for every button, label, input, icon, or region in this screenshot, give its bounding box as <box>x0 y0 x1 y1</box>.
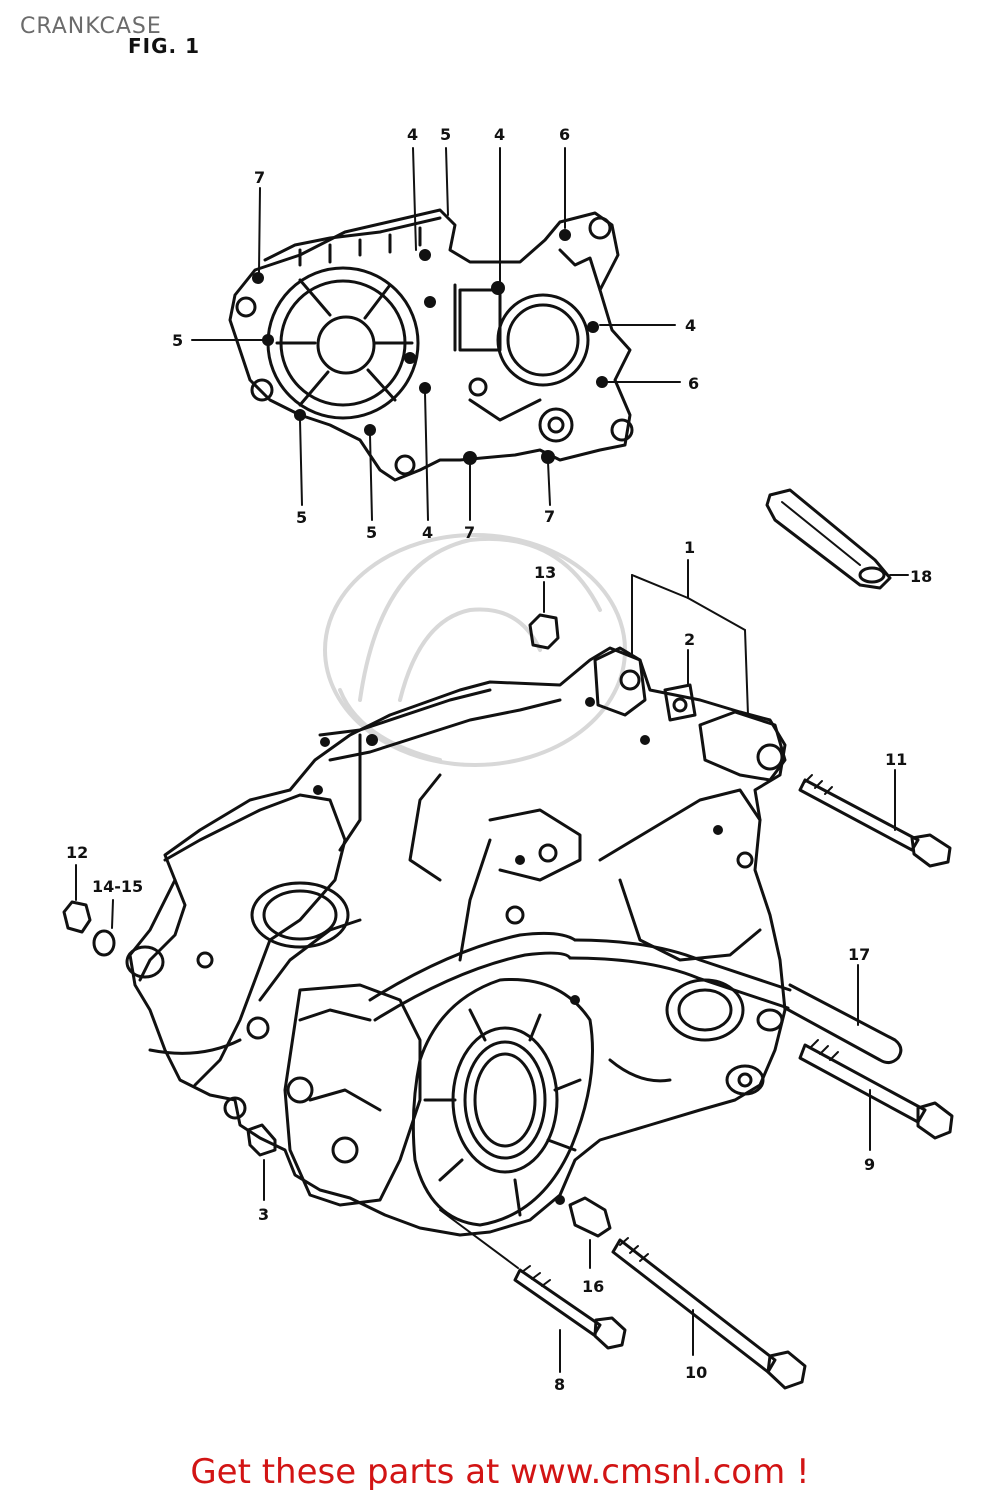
crankcase-half-upper <box>228 208 634 482</box>
figure-label: FIG. 1 <box>128 34 200 58</box>
callout-2: 2 <box>684 630 695 649</box>
callout-9: 9 <box>864 1155 875 1174</box>
page-title: CRANKCASE <box>20 14 162 39</box>
callout-6b: 6 <box>688 374 699 393</box>
watermark-emblem <box>323 533 627 767</box>
callout-6a: 6 <box>559 125 570 144</box>
callout-7c: 7 <box>544 507 555 526</box>
washer-part-14-15 <box>92 899 116 957</box>
callout-10: 10 <box>685 1363 707 1382</box>
callout-8: 8 <box>554 1375 565 1394</box>
crankcase-exploded-diagram: 4 5 4 6 7 5 4 6 5 5 4 7 7 1 2 13 18 11 1… <box>62 125 954 1394</box>
callout-14-15: 14-15 <box>92 877 143 896</box>
pipe-part-17 <box>783 964 903 1065</box>
dowel-part-3 <box>246 1123 277 1201</box>
dowel-part-16 <box>568 1196 612 1269</box>
callout-7b: 7 <box>464 523 475 542</box>
callout-1: 1 <box>684 538 695 557</box>
callout-labels: 4 5 4 6 7 5 4 6 5 5 4 7 7 1 2 13 18 11 1… <box>66 125 932 1394</box>
callout-12: 12 <box>66 843 88 862</box>
callout-18: 18 <box>910 567 932 586</box>
callout-13: 13 <box>534 563 556 582</box>
upper-leader-lines <box>191 147 681 521</box>
callout-11: 11 <box>885 750 907 769</box>
callout-4a: 4 <box>407 125 418 144</box>
nut-part-13 <box>528 581 560 650</box>
parts-link[interactable]: Get these parts at www.cmsnl.com ! <box>190 1452 810 1492</box>
callout-5a: 5 <box>440 125 451 144</box>
bolt-part-11 <box>798 769 952 868</box>
callout-7a: 7 <box>254 168 265 187</box>
callout-5b: 5 <box>172 331 183 350</box>
bolt-part-8 <box>439 1209 627 1373</box>
bolt-part-10 <box>611 1237 807 1390</box>
bracket-part-18 <box>765 488 892 590</box>
callout-3: 3 <box>258 1205 269 1224</box>
callout-5d: 5 <box>366 523 377 542</box>
callout-4d: 4 <box>422 523 433 542</box>
callout-4b: 4 <box>494 125 505 144</box>
bolt-part-9 <box>798 1039 954 1151</box>
callout-16: 16 <box>582 1277 604 1296</box>
callout-5c: 5 <box>296 508 307 527</box>
callout-4c: 4 <box>685 316 696 335</box>
crankcase-main-assembly <box>125 646 792 1237</box>
callout-17: 17 <box>848 945 870 964</box>
nut-part-12 <box>62 864 92 934</box>
leader-part-1 <box>631 559 749 716</box>
